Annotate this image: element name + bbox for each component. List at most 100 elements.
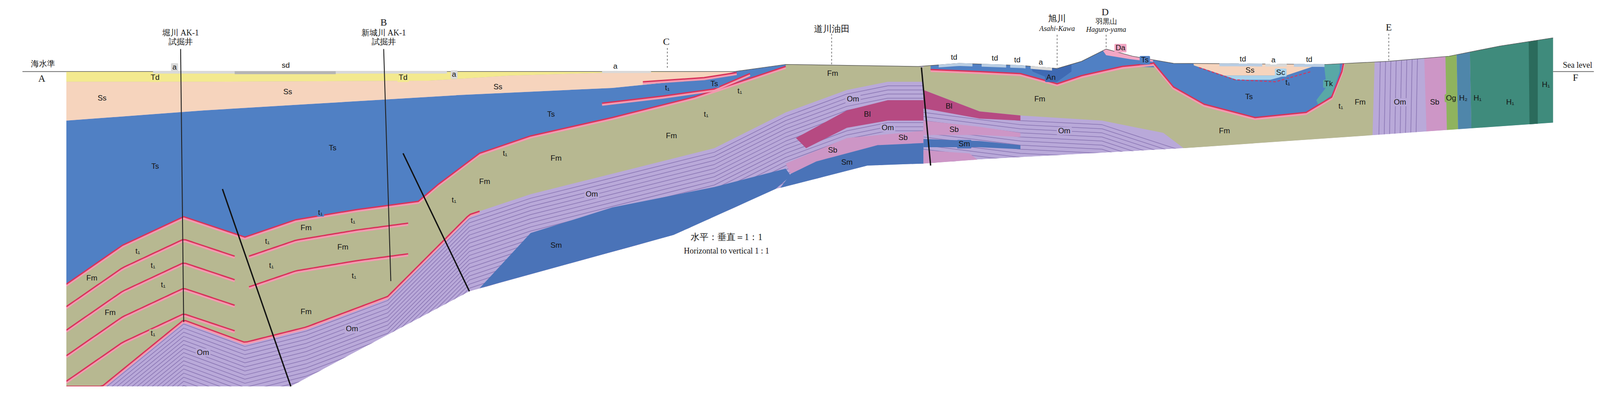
- bedding-line: [66, 330, 924, 416]
- tuff-band: [248, 222, 409, 257]
- formation-label: t₁: [349, 216, 357, 226]
- formation-label: t₁: [736, 86, 744, 96]
- bedding-line: [1378, 30, 1382, 144]
- formation-label: a: [1037, 58, 1044, 67]
- section-guide: [666, 47, 668, 70]
- fault-line: [403, 153, 470, 292]
- bedding-line: [1410, 30, 1414, 144]
- formation-label: Ss: [282, 87, 294, 97]
- formation-label: Td: [149, 73, 161, 83]
- formation-label: Sm: [957, 139, 972, 149]
- h1-formation: [1469, 25, 1562, 133]
- terrace-deposit: [1010, 64, 1026, 69]
- formation-label: td: [1013, 56, 1022, 65]
- formation-label: Om: [584, 189, 600, 199]
- tuff-band: [248, 224, 409, 258]
- bedding-line: [923, 157, 1378, 201]
- formation-label: Ts: [1139, 56, 1151, 65]
- section-guide: [1056, 34, 1058, 68]
- bedding-line: [1394, 30, 1397, 144]
- tuff-band: [66, 211, 480, 387]
- tuff-band: [248, 255, 409, 289]
- formation-label: Sm: [548, 240, 564, 250]
- section-end-letter: F: [1571, 72, 1580, 83]
- formation-label: Fm: [299, 307, 314, 316]
- place-label: Haguro-yama: [1084, 25, 1128, 34]
- sea-level-line: [22, 71, 67, 73]
- well-label: 新城川 AK-1 試掘井: [354, 28, 414, 47]
- tuff-band: [248, 253, 409, 287]
- section-end-letter: B: [378, 17, 389, 28]
- bedding-line: [66, 314, 924, 416]
- formation-label: Ts: [545, 110, 557, 119]
- formation-label: Fm: [1353, 97, 1368, 107]
- formation-label: Da: [1114, 43, 1127, 53]
- bedding-line: [1384, 30, 1387, 144]
- formation-label: Sc: [1274, 68, 1287, 77]
- formation-label: td: [949, 52, 959, 62]
- formation-label: H₁: [1504, 97, 1516, 107]
- formation-label: Ss: [492, 82, 505, 92]
- fm-formation: [923, 30, 1378, 148]
- formation-label: t₁: [316, 208, 324, 217]
- ts-formation: [66, 64, 786, 284]
- bedding-line: [66, 326, 924, 416]
- om-formation: [66, 37, 1553, 387]
- tuff-band: [643, 72, 737, 82]
- strata: [61, 25, 1562, 416]
- well-trace: [180, 48, 184, 322]
- sb-formation: [1423, 30, 1447, 133]
- datum-label: Sea level: [1561, 60, 1594, 70]
- tuff-band: [66, 315, 235, 383]
- formation-label: Fm: [478, 177, 492, 187]
- well-trace: [383, 48, 392, 281]
- formation-label: Om: [195, 347, 211, 357]
- well-label: 堀川 AK-1 試掘井: [154, 28, 207, 47]
- formation-label: t₁: [1283, 78, 1292, 87]
- formation-label: a: [1269, 56, 1277, 65]
- formation-label: Ts: [149, 162, 161, 171]
- bedding-line: [923, 136, 1378, 180]
- sea-level-line: [1552, 71, 1594, 73]
- formation-label: t₁: [263, 236, 271, 246]
- formation-label: t₁: [1337, 102, 1345, 111]
- formation-label: H₁: [1472, 93, 1483, 103]
- formation-label: Bl: [944, 102, 954, 111]
- formation-label: t₁: [450, 195, 458, 205]
- formation-label: td: [1304, 55, 1314, 65]
- bedding-line: [66, 269, 924, 416]
- section-guide: [831, 33, 833, 65]
- formation-label: Fm: [85, 273, 100, 283]
- formation-label: An: [1044, 73, 1057, 83]
- bedding-line: [66, 241, 924, 416]
- formation-label: Tk: [1322, 79, 1335, 88]
- terrace-deposit: [1219, 63, 1263, 67]
- bedding-line: [923, 153, 1378, 197]
- formation-label: t₁: [149, 328, 157, 338]
- sm-formation: [775, 143, 924, 195]
- section-end-letter: C: [661, 36, 672, 48]
- fault-line: [222, 188, 291, 387]
- formation-label: H₂: [1457, 93, 1470, 103]
- formation-label: Sb: [947, 125, 961, 135]
- formation-label: Sm: [839, 158, 855, 167]
- scale-note: 水平：垂直＝1：1: [689, 231, 764, 242]
- tuff-band: [66, 212, 480, 388]
- place-label: 道川油田: [812, 23, 852, 34]
- formation-label: Fm: [664, 131, 679, 141]
- formation-label: Td: [397, 73, 409, 83]
- bedding-line: [1415, 30, 1418, 144]
- ts-formation: [930, 30, 1158, 84]
- alluvium: [602, 71, 652, 74]
- formation-label: Om: [880, 123, 896, 132]
- formation-label: t₁: [159, 280, 167, 290]
- formation-label: td: [990, 53, 1000, 63]
- tuff-band: [930, 64, 1153, 86]
- tuff-band: [66, 313, 235, 381]
- place-label: Asahi-Kawa: [1038, 24, 1077, 33]
- tuff-band: [602, 73, 751, 104]
- bedding-line: [923, 144, 1378, 188]
- bedding-line: [923, 149, 1378, 193]
